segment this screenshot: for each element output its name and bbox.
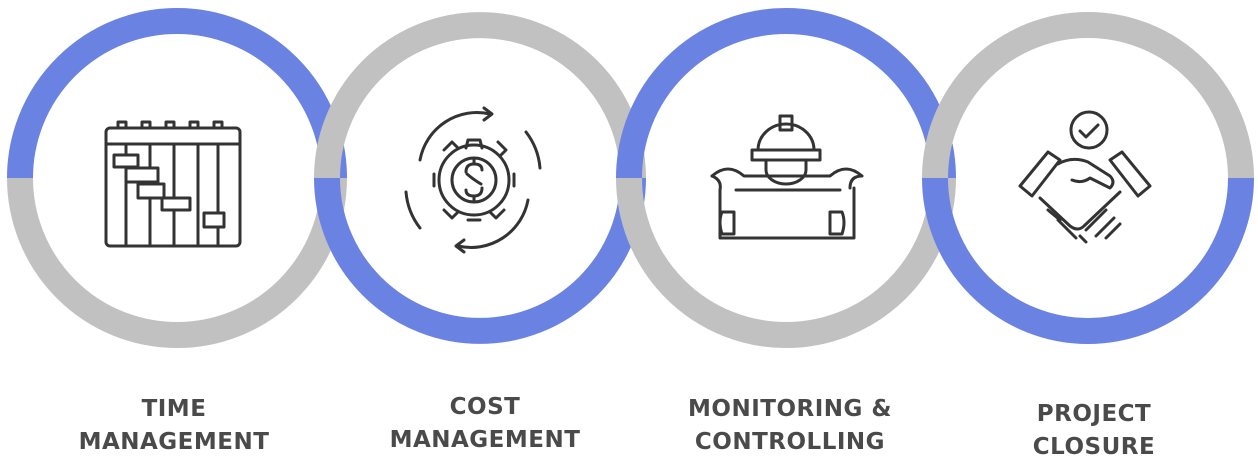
step-ring-4 [922, 12, 1254, 344]
handshake-check-icon [1018, 110, 1152, 244]
step-label-line2: MANAGEMENT [78, 429, 270, 455]
step-label-line2: CLOSURE [1032, 434, 1156, 460]
step-label-line1: COST [449, 394, 521, 420]
step-label-line2: MANAGEMENT [389, 427, 581, 453]
engineer-blueprint-icon [710, 114, 864, 240]
step-label-monitoring-controlling: MONITORING & CONTROLLING [660, 393, 920, 459]
step-ring-2 [314, 12, 646, 344]
step-label-time-management: TIME MANAGEMENT [44, 393, 304, 459]
step-label-line1: PROJECT [1036, 401, 1152, 427]
step-label-line1: MONITORING & [688, 396, 892, 422]
step-label-line2: CONTROLLING [694, 429, 886, 455]
gantt-calendar-icon [104, 120, 242, 248]
process-diagram [7, 8, 1254, 348]
step-label-line1: TIME [141, 396, 207, 422]
step-ring-1 [7, 8, 347, 348]
step-label-cost-management: COST MANAGEMENT [355, 391, 615, 457]
step-label-project-closure: PROJECT CLOSURE [964, 398, 1224, 464]
dollar-gear-cycle-icon [404, 106, 542, 254]
step-ring-3 [616, 8, 956, 348]
